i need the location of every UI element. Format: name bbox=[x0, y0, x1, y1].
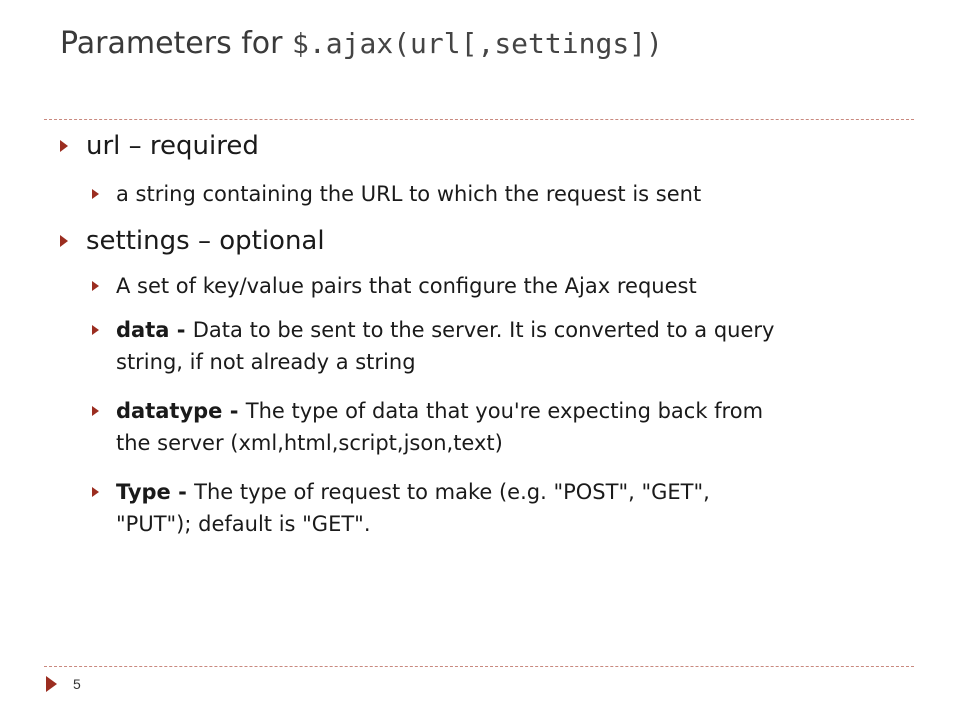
triangle-bullet-icon bbox=[92, 325, 99, 335]
bullet-url: url – required bbox=[60, 130, 926, 162]
bullet-type-term: Type - bbox=[116, 480, 195, 504]
triangle-bullet-icon bbox=[60, 235, 68, 247]
page-number: 5 bbox=[73, 676, 81, 692]
bullet-datatype-line1: The type of data that you're expecting b… bbox=[245, 399, 764, 423]
triangle-bullet-icon bbox=[92, 487, 99, 497]
bullet-type-line1: The type of request to make (e.g. "POST"… bbox=[194, 480, 710, 504]
triangle-bullet-icon bbox=[92, 281, 99, 291]
bullet-datatype-term: datatype - bbox=[116, 399, 246, 423]
bullet-url-desc: a string containing the URL to which the… bbox=[92, 178, 936, 210]
bullet-url-desc-text: a string containing the URL to which the… bbox=[116, 182, 702, 206]
bullet-url-text: url – required bbox=[86, 131, 259, 161]
slide-title: Parameters for $.ajax(url[,settings]) bbox=[60, 24, 663, 64]
triangle-bullet-icon bbox=[60, 140, 68, 152]
bullet-datatype: datatype - The type of data that you're … bbox=[92, 395, 936, 459]
bullet-datatype-line2: the server (xml,html,script,json,text) bbox=[116, 431, 503, 455]
triangle-bullet-icon bbox=[92, 189, 99, 199]
bullet-settings-text: settings – optional bbox=[86, 226, 325, 256]
bullet-data-line2: string, if not already a string bbox=[116, 350, 416, 374]
footer-triangle-icon bbox=[46, 676, 57, 692]
bullet-settings: settings – optional bbox=[60, 225, 926, 257]
bullet-data-term: data - bbox=[116, 318, 193, 342]
bullet-settings-desc: A set of key/value pairs that configure … bbox=[92, 270, 936, 302]
slide-title-prefix: Parameters for bbox=[60, 26, 293, 61]
bullet-settings-desc-text: A set of key/value pairs that configure … bbox=[116, 274, 697, 298]
bullet-data: data - Data to be sent to the server. It… bbox=[92, 314, 936, 378]
slide-title-code: $.ajax(url[,settings]) bbox=[292, 27, 663, 60]
triangle-bullet-icon bbox=[92, 406, 99, 416]
bottom-divider bbox=[44, 666, 914, 667]
top-divider bbox=[44, 119, 914, 120]
bullet-data-line1: Data to be sent to the server. It is con… bbox=[192, 318, 775, 342]
bullet-type-line2: "PUT"); default is "GET". bbox=[116, 512, 371, 536]
bullet-type: Type - The type of request to make (e.g.… bbox=[92, 476, 936, 540]
